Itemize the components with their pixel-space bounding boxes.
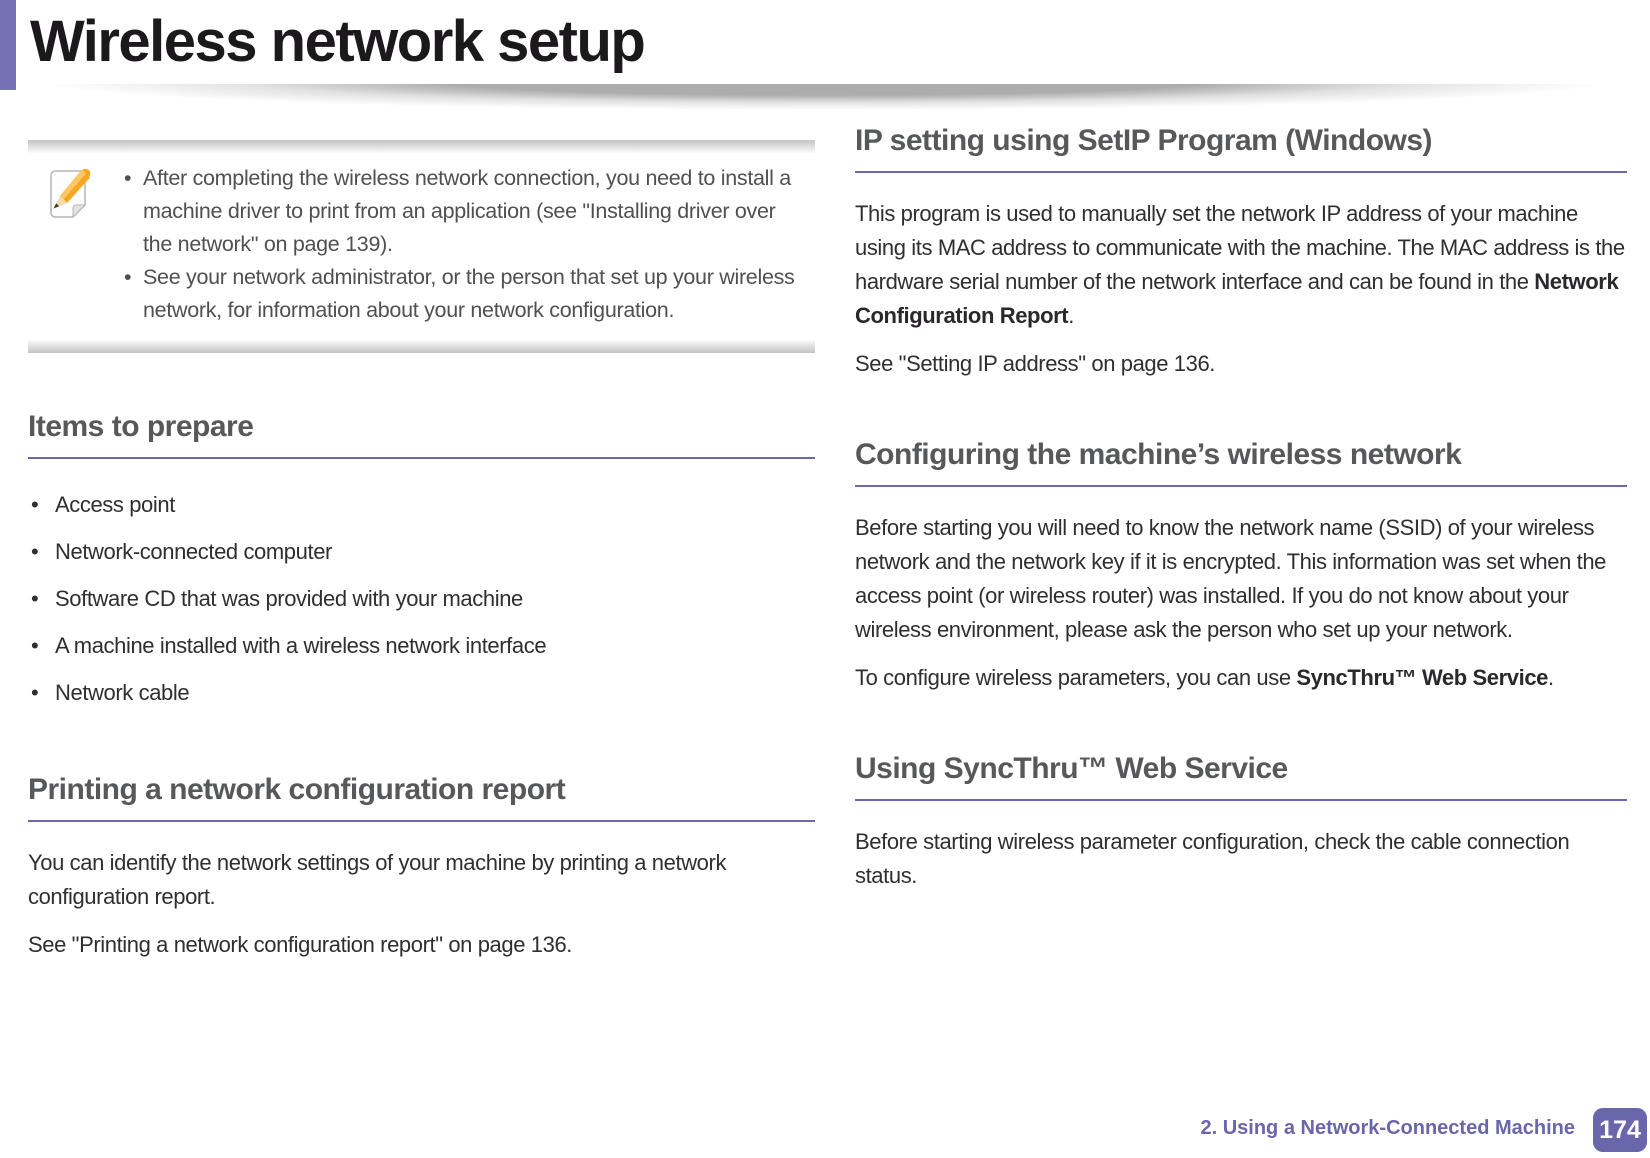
- paragraph: You can identify the network settings of…: [28, 850, 727, 909]
- page-number-badge: 174: [1593, 1108, 1647, 1152]
- note-box-body: After completing the wireless network co…: [28, 153, 815, 340]
- section-heading-using-syncthru: Using SyncThru™ Web Service: [855, 750, 1627, 801]
- note-box: After completing the wireless network co…: [28, 140, 815, 353]
- list-item: Network-connected computer: [28, 528, 815, 575]
- right-column: IP setting using SetIP Program (Windows)…: [855, 122, 1627, 893]
- note-item: See your network administrator, or the p…: [122, 261, 805, 327]
- paragraph: To configure wireless parameters, you ca…: [855, 661, 1627, 695]
- section-heading-printing-report: Printing a network configuration report: [28, 771, 815, 822]
- section-heading-configuring-wireless: Configuring the machine’s wireless netwo…: [855, 436, 1627, 487]
- left-column: After completing the wireless network co…: [28, 140, 815, 962]
- list-item: A machine installed with a wireless netw…: [28, 622, 815, 669]
- note-box-bottom-border: [28, 340, 815, 353]
- paragraph-text: This program is used to manually set the…: [855, 201, 1625, 294]
- note-bullet-list: After completing the wireless network co…: [122, 162, 805, 327]
- paragraph-text: .: [1068, 303, 1074, 328]
- paragraph: This program is used to manually set the…: [855, 197, 1627, 333]
- list-item: Network cable: [28, 669, 815, 716]
- note-item: After completing the wireless network co…: [122, 162, 805, 261]
- paragraph-text: To configure wireless parameters, you ca…: [855, 665, 1297, 690]
- items-to-prepare-list: Access point Network-connected computer …: [28, 481, 815, 716]
- section-heading-items-to-prepare: Items to prepare: [28, 408, 815, 459]
- list-item: Software CD that was provided with your …: [28, 575, 815, 622]
- header-accent-bar: [0, 0, 16, 90]
- section-heading-ip-setting: IP setting using SetIP Program (Windows): [855, 122, 1627, 173]
- header-divider-shadow: [0, 84, 1650, 112]
- bold-term: Network Configuration Report: [855, 269, 1619, 328]
- list-item: Access point: [28, 481, 815, 528]
- bold-term: SyncThru™ Web Service: [1296, 665, 1549, 690]
- paragraph-text: .: [1548, 665, 1554, 690]
- note-pencil-icon: [50, 168, 91, 219]
- paragraph: Before starting you will need to know th…: [855, 515, 1607, 642]
- paragraph: See "Printing a network configuration re…: [28, 932, 572, 957]
- footer-chapter-label: 2. Using a Network-Connected Machine: [1200, 1117, 1575, 1139]
- paragraph: See "Setting IP address" on page 136.: [855, 351, 1216, 376]
- page-title: Wireless network setup: [30, 9, 646, 74]
- paragraph: Before starting wireless parameter confi…: [855, 829, 1570, 888]
- note-box-top-border: [28, 140, 815, 153]
